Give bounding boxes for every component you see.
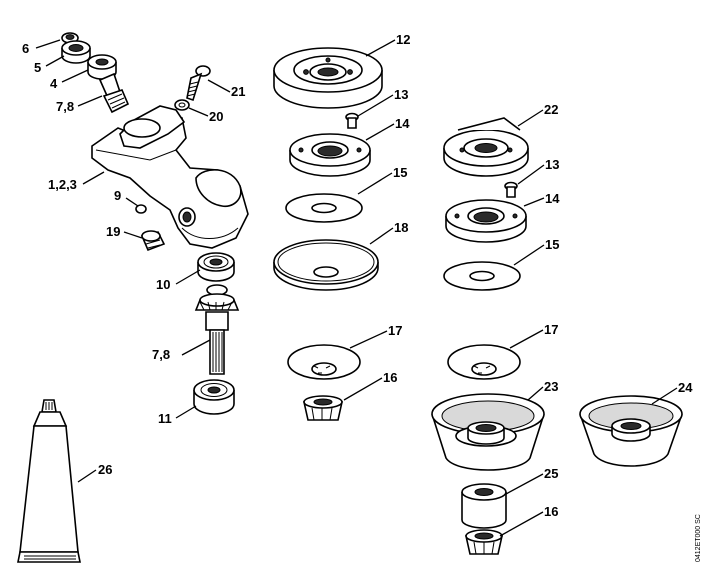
callout-7-8-bottom: 7,8 <box>152 347 170 362</box>
callout-11: 11 <box>158 411 172 426</box>
part-19-screw-plug <box>140 230 166 252</box>
callout-24: 24 <box>678 380 693 395</box>
part-22-thrust-plate <box>443 117 529 177</box>
part-13-screw <box>345 112 359 129</box>
callout-15-right: 15 <box>545 237 559 252</box>
part-10-ball-bearing <box>197 252 235 282</box>
callout-labels: 6 5 4 7,8 1,2,3 9 19 10 7,8 11 21 20 12 … <box>22 32 693 519</box>
callout-17-right: 17 <box>544 322 558 337</box>
part-7-8-pinion <box>98 72 130 114</box>
part-21-screw <box>186 65 211 102</box>
leader-lines <box>35 39 678 537</box>
callout-1-2-3: 1,2,3 <box>48 177 77 192</box>
callout-22: 22 <box>544 102 558 117</box>
part-14-thrust-washer <box>289 133 371 177</box>
callout-15: 15 <box>393 165 407 180</box>
part-16-nut-right <box>465 529 503 555</box>
part-9-plug <box>135 204 147 214</box>
part-6-nut <box>61 32 79 44</box>
callout-17: 17 <box>388 323 402 338</box>
callout-26: 26 <box>98 462 112 477</box>
part-25-spacer <box>461 483 507 529</box>
callout-20: 20 <box>209 109 223 124</box>
callout-18: 18 <box>394 220 408 235</box>
callout-14: 14 <box>395 116 410 131</box>
callout-12: 12 <box>396 32 410 47</box>
part-23-cup <box>431 393 545 471</box>
part-24-cup <box>579 395 683 467</box>
callout-25: 25 <box>544 466 558 481</box>
callout-6: 6 <box>22 41 29 56</box>
callout-7-8-top: 7,8 <box>56 99 74 114</box>
callout-23: 23 <box>544 379 558 394</box>
part-7-8-gear-shaft <box>194 284 240 375</box>
part-5-washer <box>61 40 91 64</box>
callout-10: 10 <box>156 277 170 292</box>
document-code-text: 0412ET000 SC <box>695 514 702 562</box>
callout-13-right: 13 <box>545 157 559 172</box>
part-11-ball-bearing <box>193 379 235 415</box>
callout-21: 21 <box>231 84 245 99</box>
callout-4: 4 <box>50 76 58 91</box>
part-15-disc <box>285 193 363 223</box>
callout-9: 9 <box>114 188 121 203</box>
callout-16-right: 16 <box>544 504 558 519</box>
part-20-washer <box>174 99 190 111</box>
part-15-disc-right <box>443 261 521 291</box>
callout-13: 13 <box>394 87 408 102</box>
part-13-screw-right <box>504 181 518 198</box>
part-12-thrust-plate <box>273 47 383 109</box>
document-code: 0412ET000 SC <box>695 514 702 562</box>
callout-5: 5 <box>34 60 41 75</box>
part-17-domed-washer-right <box>447 344 521 380</box>
callout-14-right: 14 <box>545 191 560 206</box>
part-17-domed-washer <box>287 344 361 380</box>
callout-16: 16 <box>383 370 397 385</box>
callout-19: 19 <box>106 224 120 239</box>
part-16-nut <box>303 395 343 421</box>
part-18-large-disc <box>273 239 379 291</box>
part-1-2-3-gear-housing <box>91 105 249 249</box>
part-26-grease-tube <box>17 399 81 563</box>
part-14-thrust-washer-right <box>445 199 527 243</box>
